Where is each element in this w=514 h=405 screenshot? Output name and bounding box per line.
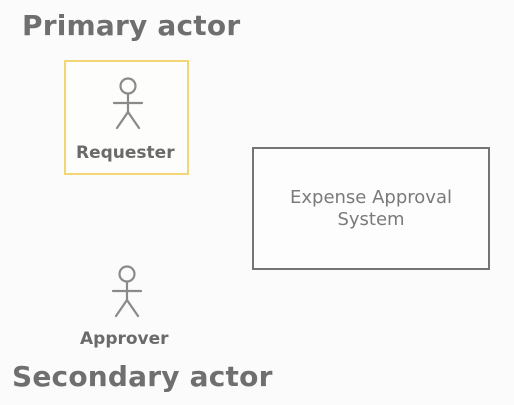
approver-label: Approver xyxy=(80,329,169,349)
system-name-line-1: Expense Approval xyxy=(290,186,452,208)
requester-label: Requester xyxy=(76,143,175,163)
requester-stick-figure-icon xyxy=(112,77,144,130)
expense-approval-system-box: Expense Approval System xyxy=(252,147,490,270)
primary-actor-heading: Primary actor xyxy=(22,9,241,42)
system-name-line-2: System xyxy=(337,208,405,230)
secondary-actor-heading: Secondary actor xyxy=(12,360,273,393)
approver-stick-figure-icon xyxy=(111,265,143,318)
